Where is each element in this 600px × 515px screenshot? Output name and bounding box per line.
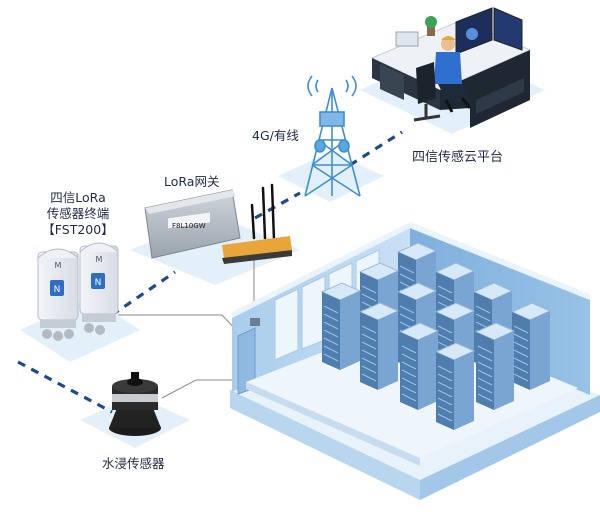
svg-text:N: N (95, 278, 102, 288)
terminal-label: 四信LoRa 传感器终端 【FST200】 (38, 190, 118, 238)
terminal-label-line1: 四信LoRa (50, 190, 106, 205)
lora-gateway-device: F8L10GW (144, 183, 292, 264)
network-label: 4G/有线 (252, 128, 299, 143)
terminal-label-line3: 【FST200】 (42, 222, 114, 237)
server-rack (474, 322, 516, 410)
server-racks (320, 242, 552, 430)
server-rack (320, 282, 362, 370)
water-leak-sensor (109, 372, 161, 436)
server-rack (434, 342, 476, 430)
svg-text:M: M (55, 261, 62, 270)
terminal-label-line2: 传感器终端 (46, 206, 110, 221)
gateway-model-text: F8L10GW (172, 222, 206, 230)
cell-tower-icon (304, 75, 361, 197)
water-sensor-label: 水浸传感器 (102, 456, 165, 471)
cloud-platform-label: 四信传感云平台 (412, 150, 504, 165)
server-rack (510, 302, 552, 390)
server-rack (398, 322, 440, 410)
svg-text:N: N (54, 285, 61, 295)
svg-text:M: M (96, 255, 103, 264)
lora-terminal-device: N M N M (37, 242, 119, 341)
server-rack (358, 302, 400, 390)
cloud-platform-workstation (370, 7, 532, 128)
gateway-label: LoRa网关 (164, 174, 220, 189)
dashed-links (17, 130, 403, 414)
